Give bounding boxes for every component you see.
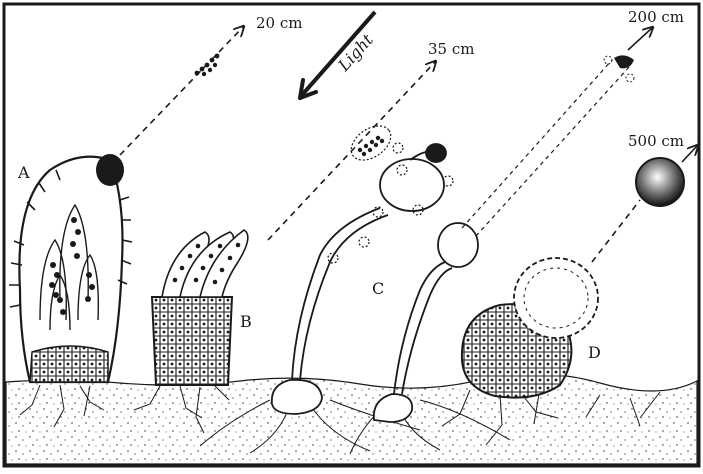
soil-substrate [5,373,698,465]
specimen-b: B [150,229,252,386]
distance-d-upper: 200 cm [628,8,684,26]
label-b: B [240,312,252,331]
specimen-a-ostiole [96,154,124,186]
specimen-a: A 20 cm [9,14,302,384]
distance-a: 20 cm [256,14,302,32]
distance-d-lower: 500 cm [628,132,684,150]
label-a: A [17,163,30,182]
spore-cluster-a [194,53,220,77]
label-d: D [588,343,601,362]
specimen-d: 200 cm D 500 cm [460,8,697,399]
distance-c: 35 cm [428,40,474,58]
label-c: C [372,279,384,298]
specimen-c [267,62,479,423]
discharged-sporangium [635,157,685,207]
